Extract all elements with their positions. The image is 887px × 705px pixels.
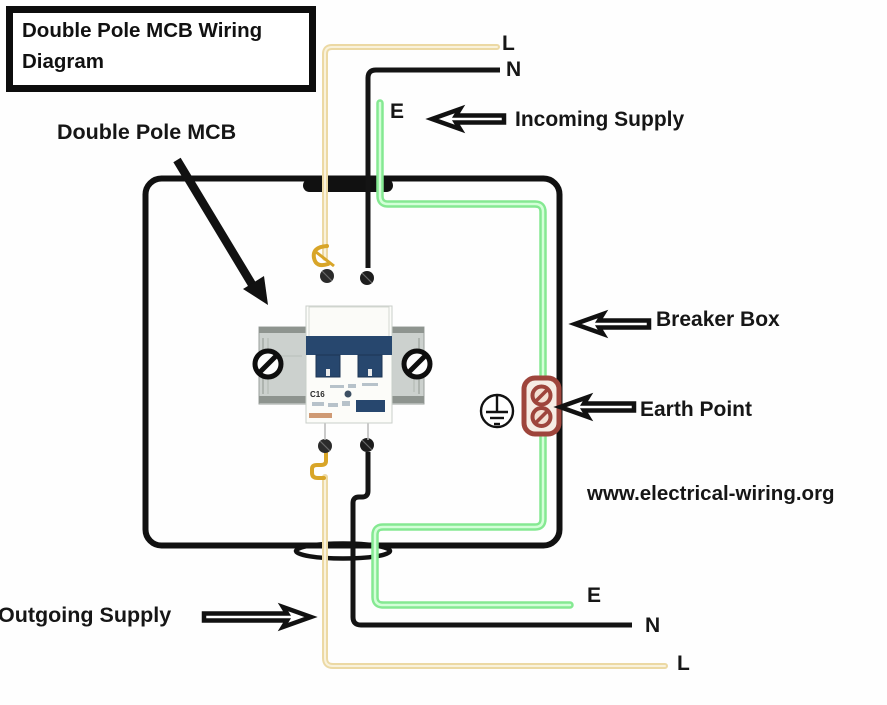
- cable-clamp-bottom: [293, 541, 393, 561]
- breaker-box-arrow-icon: [568, 309, 652, 339]
- mounting-screw-left: [252, 348, 284, 380]
- mcb-pointer-arrow-icon: [173, 157, 268, 305]
- outgoing-supply-arrow-icon: [201, 602, 318, 632]
- incoming-supply-arrow-icon: [425, 104, 507, 134]
- earth-point-arrow-icon: [553, 392, 637, 422]
- earth-symbol-icon: [479, 393, 515, 429]
- mcb-device: C16: [305, 305, 393, 440]
- mcb-label-marks: [312, 383, 378, 407]
- outgoing-live-label: L: [677, 652, 690, 675]
- incoming-earth-label: E: [390, 100, 405, 123]
- earth-wire: [371, 99, 574, 609]
- incoming-supply-label: Incoming Supply: [515, 108, 685, 131]
- diagram-title: Double Pole MCB Wiring Diagram: [22, 19, 263, 73]
- website-label: www.electrical-wiring.org: [587, 482, 835, 505]
- mcb-toggle-right: [357, 354, 383, 378]
- breaker-box-label: Breaker Box: [656, 308, 780, 331]
- neutral-wire: [350, 67, 632, 628]
- title-box: Double Pole MCB Wiring Diagram: [6, 6, 316, 92]
- terminal-screw-glints: [319, 270, 373, 452]
- incoming-neutral-label: N: [506, 58, 522, 81]
- mounting-screw-right: [401, 348, 433, 380]
- mcb-toggle-left: [315, 354, 341, 378]
- live-wire: [322, 44, 668, 669]
- outgoing-earth-label: E: [587, 584, 602, 607]
- terminal-hook-top: [311, 244, 335, 268]
- terminal-hook-bottom: [310, 450, 328, 480]
- earth-point-label: Earth Point: [640, 398, 753, 421]
- mcb-rating-text: C16: [310, 390, 325, 399]
- device-label: Double Pole MCB: [57, 120, 237, 144]
- incoming-live-label: L: [502, 32, 515, 55]
- outgoing-supply-label: Outgoing Supply: [0, 603, 172, 627]
- outgoing-neutral-label: N: [645, 614, 661, 637]
- earth-terminal-block: [521, 375, 562, 437]
